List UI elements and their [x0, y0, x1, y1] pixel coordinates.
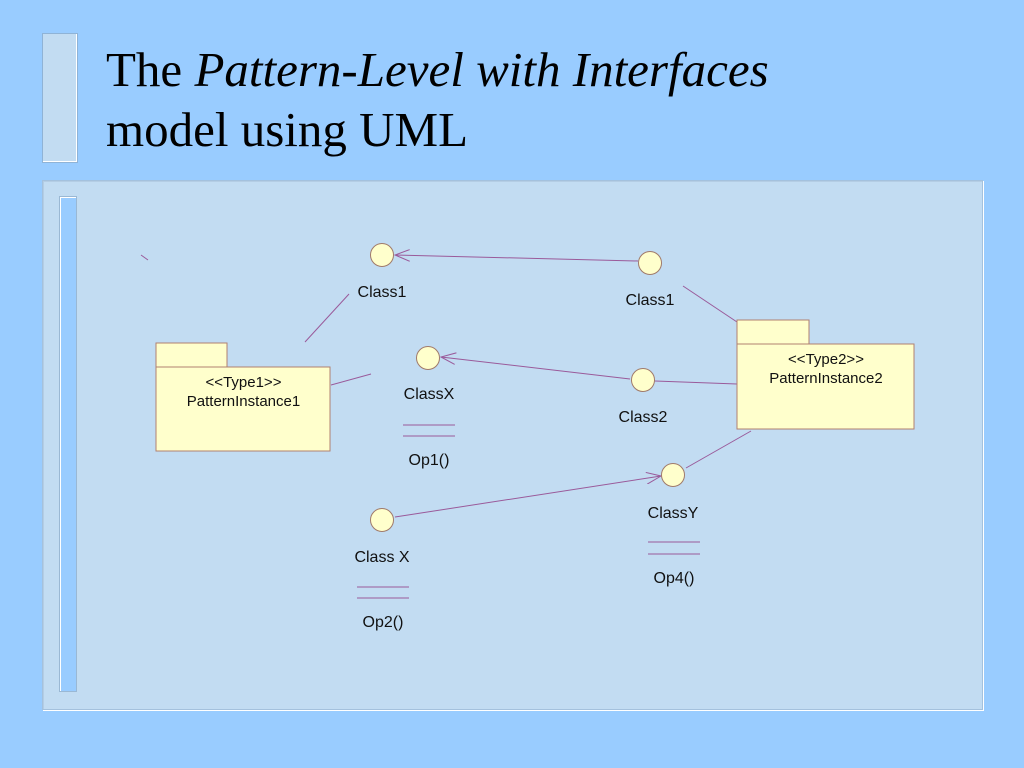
interface-classy-op: Op4()	[653, 570, 695, 587]
package-2-name: PatternInstance2	[769, 370, 883, 387]
interface-classy-label: ClassY	[647, 505, 699, 522]
interface-class-x-op: Op2()	[362, 614, 404, 631]
interface-class-x-icon[interactable]	[370, 508, 394, 532]
edge-pi2-class1	[682, 285, 738, 323]
interface-class2-icon[interactable]	[631, 368, 655, 392]
package-1-stereotype: <<Type1>>	[205, 374, 282, 391]
edge-pi1-classx	[330, 373, 372, 386]
edge-classx-to-classy	[394, 476, 661, 518]
edge-pi2-class2	[654, 380, 738, 385]
interface-class1-right-label: Class1	[625, 292, 675, 309]
title-line2: model using UML	[106, 102, 469, 157]
interface-classy-icon[interactable]	[661, 463, 685, 487]
interface-class1-right-icon[interactable]	[638, 251, 662, 275]
package-pattern-instance-1[interactable]	[155, 342, 331, 452]
stray-mark	[140, 254, 149, 261]
package-1-label: <<Type1>> PatternInstance1	[156, 373, 331, 411]
edge-pi2-classy	[685, 430, 752, 469]
package-pattern-instance-2[interactable]	[736, 319, 915, 430]
edge-class2-to-classx	[441, 357, 631, 380]
title-accent-bar	[42, 33, 78, 163]
interface-classx-icon[interactable]	[416, 346, 440, 370]
package-tab	[155, 342, 228, 369]
edge-pi1-class1	[304, 293, 350, 343]
interface-class1-left-icon[interactable]	[370, 243, 394, 267]
interface-classx-op: Op1()	[408, 452, 450, 469]
package-2-label: <<Type2>> PatternInstance2	[737, 350, 915, 388]
edge-class1-to-class1	[395, 255, 639, 262]
slide-title: The Pattern-Level with Interfaces model …	[106, 40, 769, 160]
interface-classx-label: ClassX	[403, 386, 455, 403]
panel-accent-bar	[59, 196, 77, 692]
package-body	[736, 343, 915, 430]
package-2-stereotype: <<Type2>>	[788, 351, 864, 368]
interface-class1-left-label: Class1	[357, 284, 407, 301]
title-prefix: The	[106, 42, 195, 97]
package-1-name: PatternInstance1	[186, 393, 301, 410]
interface-class-x-label: Class X	[354, 549, 410, 566]
interface-class2-label: Class2	[618, 409, 668, 426]
package-tab	[736, 319, 810, 346]
package-body	[155, 366, 331, 452]
title-italic: Pattern-Level with Interfaces	[194, 42, 769, 97]
